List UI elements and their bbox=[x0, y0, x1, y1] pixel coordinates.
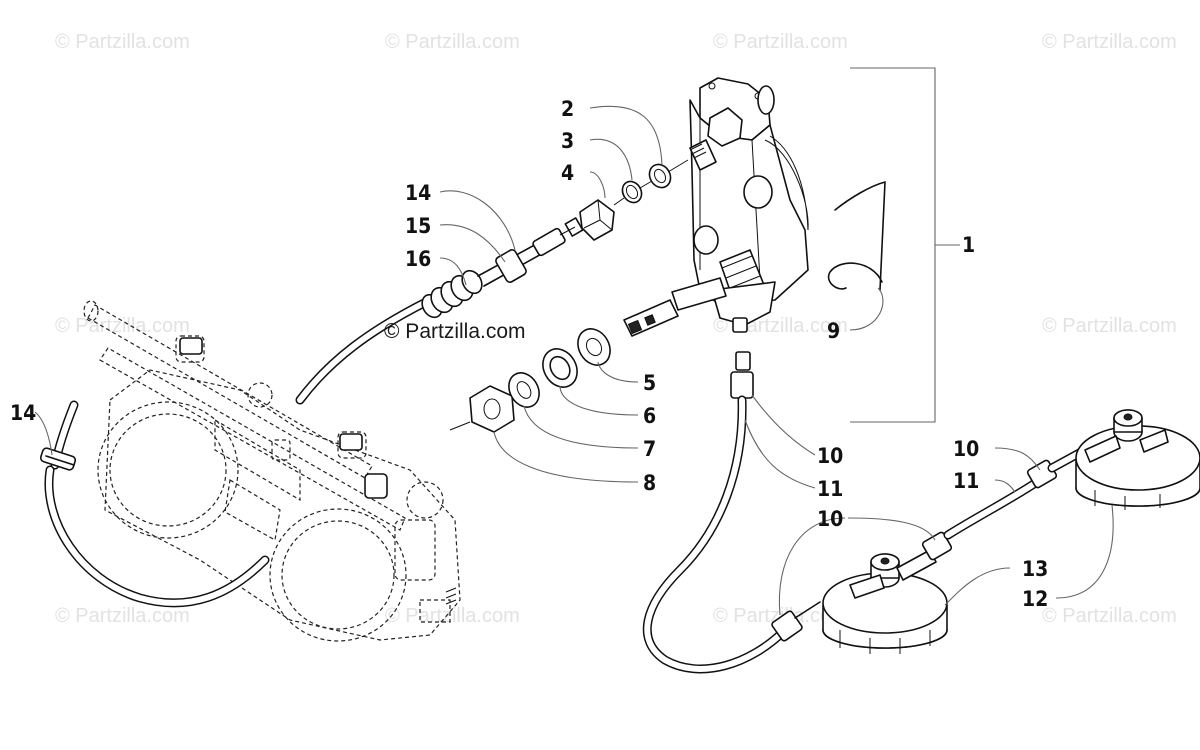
callout-6[interactable]: 6 bbox=[643, 404, 656, 428]
callout-10-center[interactable]: 10 bbox=[817, 444, 843, 468]
callout-12[interactable]: 12 bbox=[1022, 587, 1048, 611]
callout-11-right[interactable]: 11 bbox=[953, 469, 979, 493]
watermark: © Partzilla.com bbox=[1042, 605, 1177, 627]
washers-and-nut bbox=[449, 328, 611, 433]
callout-10-right[interactable]: 10 bbox=[953, 437, 979, 461]
callout-labels: 1 2 3 4 5 6 7 8 9 10 10 10 11 11 12 13 1… bbox=[10, 97, 1048, 611]
callout-8[interactable]: 8 bbox=[643, 471, 656, 495]
watermark: © Partzilla.com bbox=[55, 31, 190, 53]
left-fuel-hose bbox=[39, 400, 270, 608]
watermark: © Partzilla.com bbox=[713, 31, 848, 53]
callout-14-top[interactable]: 14 bbox=[405, 181, 431, 205]
fitting-parts bbox=[559, 159, 689, 241]
watermark: © Partzilla.com bbox=[713, 605, 848, 627]
check-valve-lower bbox=[822, 531, 953, 654]
callout-11-center[interactable]: 11 bbox=[817, 477, 843, 501]
callout-3[interactable]: 3 bbox=[561, 129, 574, 153]
pressure-regulator bbox=[623, 77, 809, 337]
watermark: © Partzilla.com bbox=[385, 31, 520, 53]
check-valve-upper bbox=[1075, 409, 1200, 510]
callout-1[interactable]: 1 bbox=[962, 233, 975, 257]
callout-13[interactable]: 13 bbox=[1022, 557, 1048, 581]
watermark: © Partzilla.com bbox=[55, 315, 190, 337]
callout-16[interactable]: 16 bbox=[405, 247, 431, 271]
callout-9[interactable]: 9 bbox=[827, 319, 840, 343]
watermark: © Partzilla.com bbox=[1042, 315, 1177, 337]
watermark: © Partzilla.com bbox=[385, 605, 520, 627]
callout-15[interactable]: 15 bbox=[405, 214, 431, 238]
watermark-layer: © Partzilla.com © Partzilla.com © Partzi… bbox=[55, 31, 1177, 627]
assembly-bracket bbox=[850, 67, 960, 423]
callout-5[interactable]: 5 bbox=[643, 371, 656, 395]
callout-10-lower[interactable]: 10 bbox=[817, 507, 843, 531]
callout-2[interactable]: 2 bbox=[561, 97, 574, 121]
center-fuel-hose bbox=[642, 351, 821, 674]
callout-7[interactable]: 7 bbox=[643, 437, 656, 461]
watermark: © Partzilla.com bbox=[55, 605, 190, 627]
watermark-center: © Partzilla.com bbox=[384, 320, 526, 343]
sensor-cable bbox=[295, 227, 566, 405]
leader-lines bbox=[34, 105, 1114, 616]
throttle-body-assembly bbox=[83, 300, 461, 642]
callout-4[interactable]: 4 bbox=[561, 161, 574, 185]
cable-boot bbox=[421, 269, 483, 319]
callout-14-left[interactable]: 14 bbox=[10, 401, 36, 425]
retaining-clip bbox=[827, 181, 886, 291]
watermark: © Partzilla.com bbox=[1042, 31, 1177, 53]
